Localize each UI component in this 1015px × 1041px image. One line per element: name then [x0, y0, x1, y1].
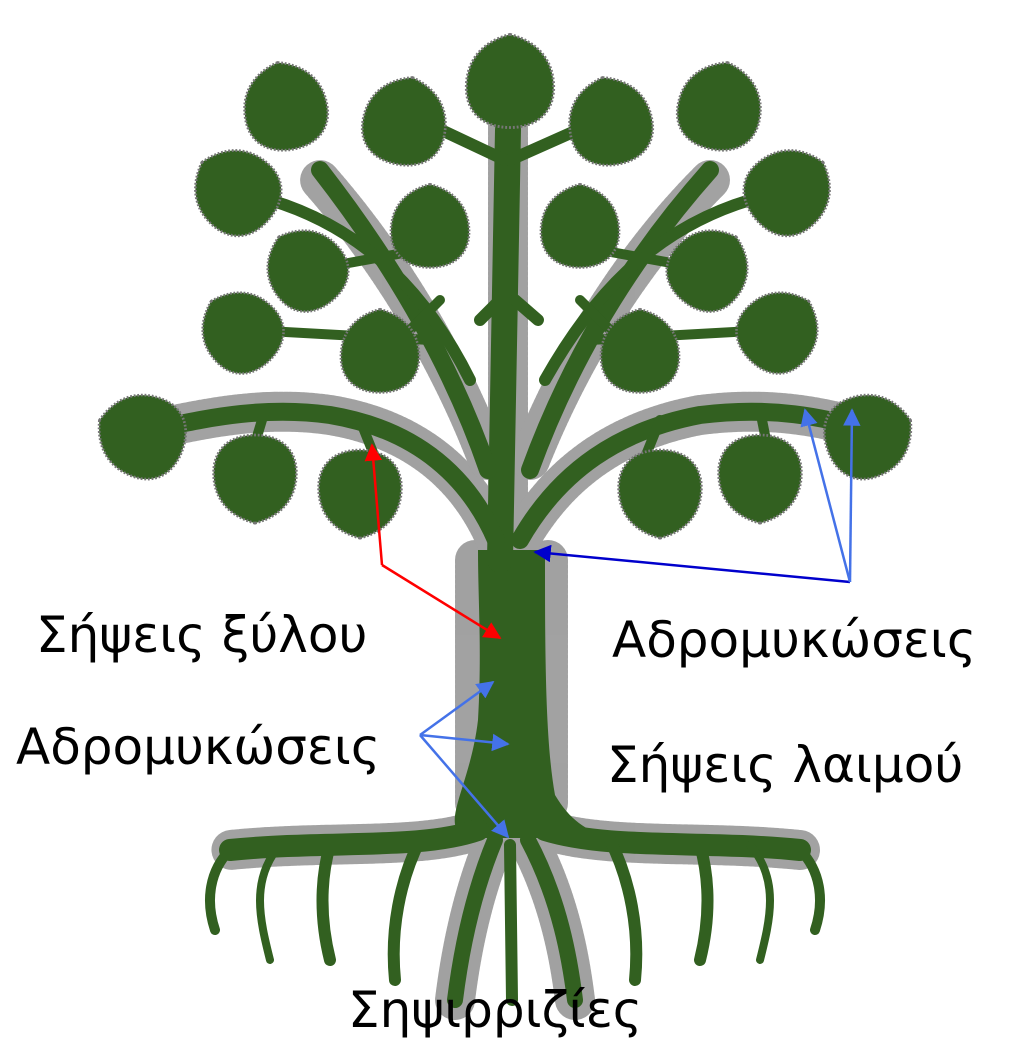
leaf	[391, 184, 469, 267]
leaf	[671, 55, 768, 156]
leaf	[619, 450, 702, 538]
leaf	[237, 55, 334, 156]
leaf	[729, 131, 850, 251]
leaf	[356, 70, 453, 171]
leaf	[466, 34, 553, 127]
vascular-wilt-label-right: Αδρομυκώσεις	[612, 615, 976, 665]
leaf	[562, 70, 659, 171]
leaf	[85, 381, 196, 489]
leaf	[214, 435, 297, 523]
leaf	[541, 184, 619, 267]
leaf	[814, 381, 925, 489]
leaf	[719, 435, 802, 523]
vascular-right-arrow	[535, 552, 850, 582]
wood-rot-label: Σήψεις ξύλου	[36, 610, 367, 660]
vascular-wilt-label-left: Αδρομυκώσεις	[16, 722, 380, 772]
leaf	[319, 450, 402, 538]
root-rot-label: Σηψιρριζίες	[348, 985, 642, 1035]
collar-rot-label: Σήψεις λαιμού	[607, 740, 963, 790]
tree-roots	[210, 830, 820, 1000]
